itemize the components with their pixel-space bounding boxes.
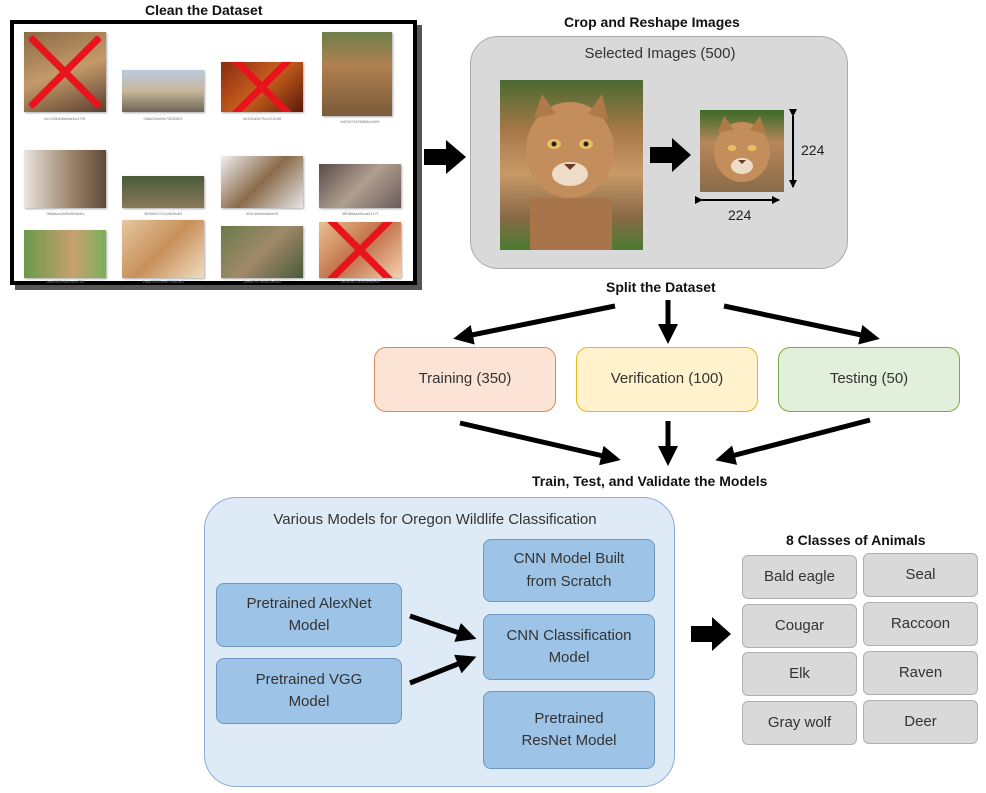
crop-panel-title: Selected Images (500) xyxy=(584,45,736,62)
dataset-thumbnail xyxy=(319,222,401,278)
class-label: Elk xyxy=(789,664,810,682)
alexnet-model-box: Pretrained AlexNet Model xyxy=(216,583,402,647)
cougar-cropped-image xyxy=(700,110,784,192)
class-box: Raven xyxy=(863,651,978,695)
dataset-thumbnail xyxy=(24,150,106,208)
dataset-to-crop-arrow xyxy=(424,140,466,174)
scratch-label: CNN Model Built from Scratch xyxy=(513,550,625,590)
training-split-box: Training (350) xyxy=(374,347,556,412)
heading-train-test-validate: Train, Test, and Validate the Models xyxy=(532,473,768,489)
dataset-thumbnail xyxy=(122,176,204,208)
class-label: Raven xyxy=(898,663,943,681)
dataset-thumbnail xyxy=(322,32,392,116)
alexnet-label: Pretrained AlexNet Model xyxy=(246,594,372,635)
dataset-thumbnail xyxy=(122,70,204,112)
thumbnail-caption: 1aa83532bea07f681a3 xyxy=(142,279,184,284)
heading-classes: 8 Classes of Animals xyxy=(786,532,926,548)
class-label: Raccoon xyxy=(890,614,951,632)
dataset-thumbnail xyxy=(221,226,303,278)
verification-label: Verification (100) xyxy=(610,370,724,388)
training-to-models-arrow xyxy=(459,420,621,466)
scratch-model-box: CNN Model Built from Scratch xyxy=(483,539,655,602)
cougar-face-icon xyxy=(526,94,614,250)
class-box: Deer xyxy=(863,700,978,744)
class-box: Cougar xyxy=(742,604,857,648)
dataset-thumbnail xyxy=(319,164,401,208)
models-panel-title: Various Models for Oregon Wildlife Class… xyxy=(273,511,597,528)
class-label: Gray wolf xyxy=(767,713,832,731)
dataset-thumbnail xyxy=(122,220,204,278)
thumbnail-caption: 0ff088aa49cca4117f xyxy=(342,211,378,216)
training-label: Training (350) xyxy=(418,370,512,388)
class-box: Raccoon xyxy=(863,602,978,646)
thumbnail-caption: 0d2307f425868e0409 xyxy=(340,119,380,124)
split-to-training-arrow xyxy=(453,303,616,345)
width-dimension-label: 224 xyxy=(728,207,752,223)
thumbnail-caption: 1a9b3a37d566cd9b89 xyxy=(340,279,380,284)
reject-mark-icon xyxy=(221,62,303,112)
heading-crop-reshape: Crop and Reshape Images xyxy=(564,14,740,30)
verification-split-box: Verification (100) xyxy=(576,347,758,412)
dataset-thumbnail xyxy=(24,32,106,112)
classification-label: CNN Classification Model xyxy=(506,626,632,667)
thumbnail-caption: 0d6a39ee5e73250f03 xyxy=(143,116,183,121)
reject-mark-icon xyxy=(319,222,401,278)
heading-split-dataset: Split the Dataset xyxy=(606,279,716,295)
thumbnail-caption: 0d152a3e7fc1121b96 xyxy=(242,116,282,121)
models-to-classes-arrow xyxy=(691,617,731,651)
class-label: Seal xyxy=(905,565,936,583)
thumbnail-caption: 1aa8f7d79f6d23e055 xyxy=(243,279,281,284)
resnet-model-box: Pretrained ResNet Model xyxy=(483,691,655,769)
class-label: Bald eagle xyxy=(764,567,835,585)
dataset-thumbnail xyxy=(221,156,303,208)
thumbnail-caption: 0c14350b6e9aebc4791 xyxy=(44,116,86,121)
dataset-thumbnail xyxy=(24,230,106,278)
thumbnail-caption: 0f60acb2ef5c894e8d xyxy=(46,211,84,216)
crop-reshape-panel: Selected Images (500) 224 224 xyxy=(470,36,848,269)
cougar-original-image xyxy=(500,80,643,250)
classification-model-box: CNN Classification Model xyxy=(483,614,655,680)
vgg-model-box: Pretrained VGG Model xyxy=(216,658,402,724)
dataset-thumbnail xyxy=(221,62,303,112)
testing-to-models-arrow xyxy=(715,417,871,465)
heading-clean-dataset: Clean the Dataset xyxy=(145,2,263,18)
testing-split-box: Testing (50) xyxy=(778,347,960,412)
height-dimension-label: 224 xyxy=(801,142,825,158)
class-box: Elk xyxy=(742,652,857,696)
dataset-thumbnail-frame: 0c14350b6e9aebc4791 0d6a39ee5e73250f03 0… xyxy=(10,20,417,285)
class-label: Deer xyxy=(904,712,937,730)
split-to-testing-arrow xyxy=(723,303,880,345)
thumbnail-caption: 0f31d0d6a9a6e03 xyxy=(245,211,279,216)
reject-mark-icon xyxy=(24,32,106,112)
class-box: Gray wolf xyxy=(742,701,857,745)
vgg-label: Pretrained VGG Model xyxy=(255,670,363,711)
class-box: Bald eagle xyxy=(742,555,857,599)
cougar-face-small-icon xyxy=(714,116,770,182)
thumbnail-caption: 0f055613741862bdbf xyxy=(144,211,182,216)
class-box: Seal xyxy=(863,553,978,597)
testing-label: Testing (50) xyxy=(829,370,909,388)
resnet-label: Pretrained ResNet Model xyxy=(521,709,617,750)
class-label: Cougar xyxy=(774,616,825,634)
thumbnail-caption: 1aa6969bfdccaca755 xyxy=(45,279,85,284)
